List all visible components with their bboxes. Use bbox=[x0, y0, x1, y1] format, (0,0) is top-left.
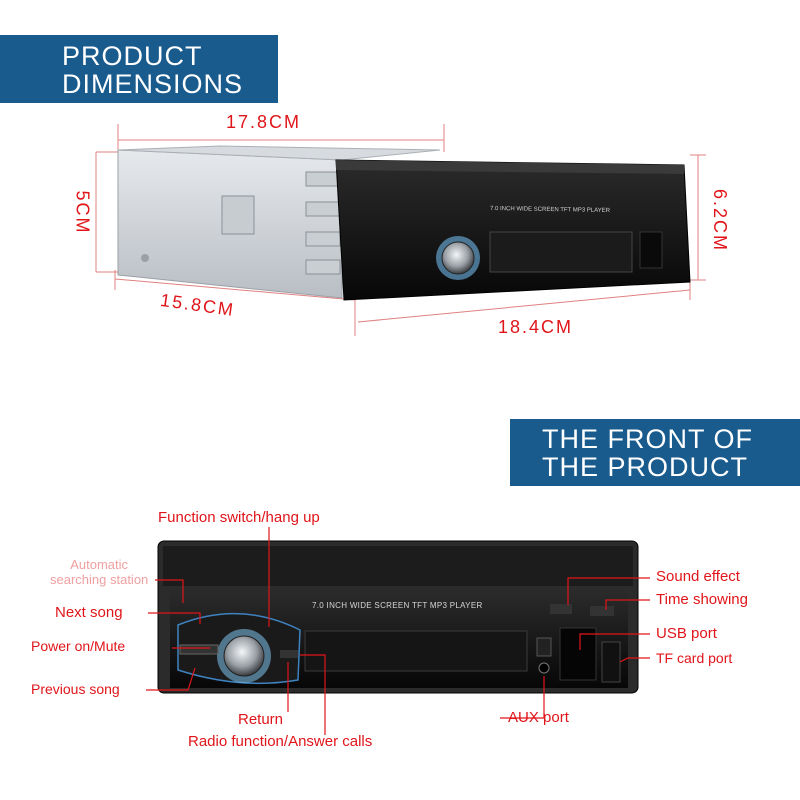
function-switch-label: Function switch/hang up bbox=[158, 509, 320, 526]
banner-line-2: THE PRODUCT bbox=[542, 452, 748, 483]
banner-line-2: DIMENSIONS bbox=[62, 69, 244, 100]
front-of-product-banner: THE FRONT OF THE PRODUCT bbox=[510, 419, 800, 486]
dimension-lines bbox=[95, 124, 706, 336]
radio-answer-label: Radio function/Answer calls bbox=[188, 733, 373, 750]
height-right-label: 6.2CM bbox=[710, 188, 731, 253]
banner-line-1: THE FRONT OF bbox=[542, 424, 753, 454]
usb-port-label: USB port bbox=[656, 625, 717, 642]
banner-line-1: PRODUCT bbox=[62, 41, 203, 71]
callout-lines bbox=[146, 527, 650, 735]
next-song-label: Next song bbox=[55, 604, 123, 621]
sound-effect-label: Sound effect bbox=[656, 568, 740, 585]
control-cluster bbox=[177, 612, 301, 685]
length-label: 17.8CM bbox=[226, 112, 302, 132]
product-dimensions-banner: PRODUCT DIMENSIONS bbox=[0, 35, 278, 103]
auto-search-label: Automatic searching station bbox=[50, 557, 148, 587]
time-showing-label: Time showing bbox=[656, 591, 748, 608]
previous-song-label: Previous song bbox=[31, 681, 120, 697]
radio-front-panel-angled bbox=[335, 159, 691, 301]
auto-search-line-1: Automatic bbox=[70, 557, 129, 572]
aux-port-label: AUX port bbox=[508, 709, 569, 726]
front-width-label: 18.4CM bbox=[498, 317, 574, 337]
return-label: Return bbox=[238, 711, 284, 728]
height-left-label: 5CM bbox=[72, 190, 93, 235]
tf-card-port-label: TF card port bbox=[656, 650, 733, 666]
device-screen-label: 7.0 INCH WIDE SCREEN TFT MP3 PLAYER bbox=[312, 601, 483, 610]
power-mute-label: Power on/Mute bbox=[31, 638, 126, 654]
auto-search-line-2: searching station bbox=[50, 572, 149, 587]
radio-chassis bbox=[117, 145, 441, 299]
